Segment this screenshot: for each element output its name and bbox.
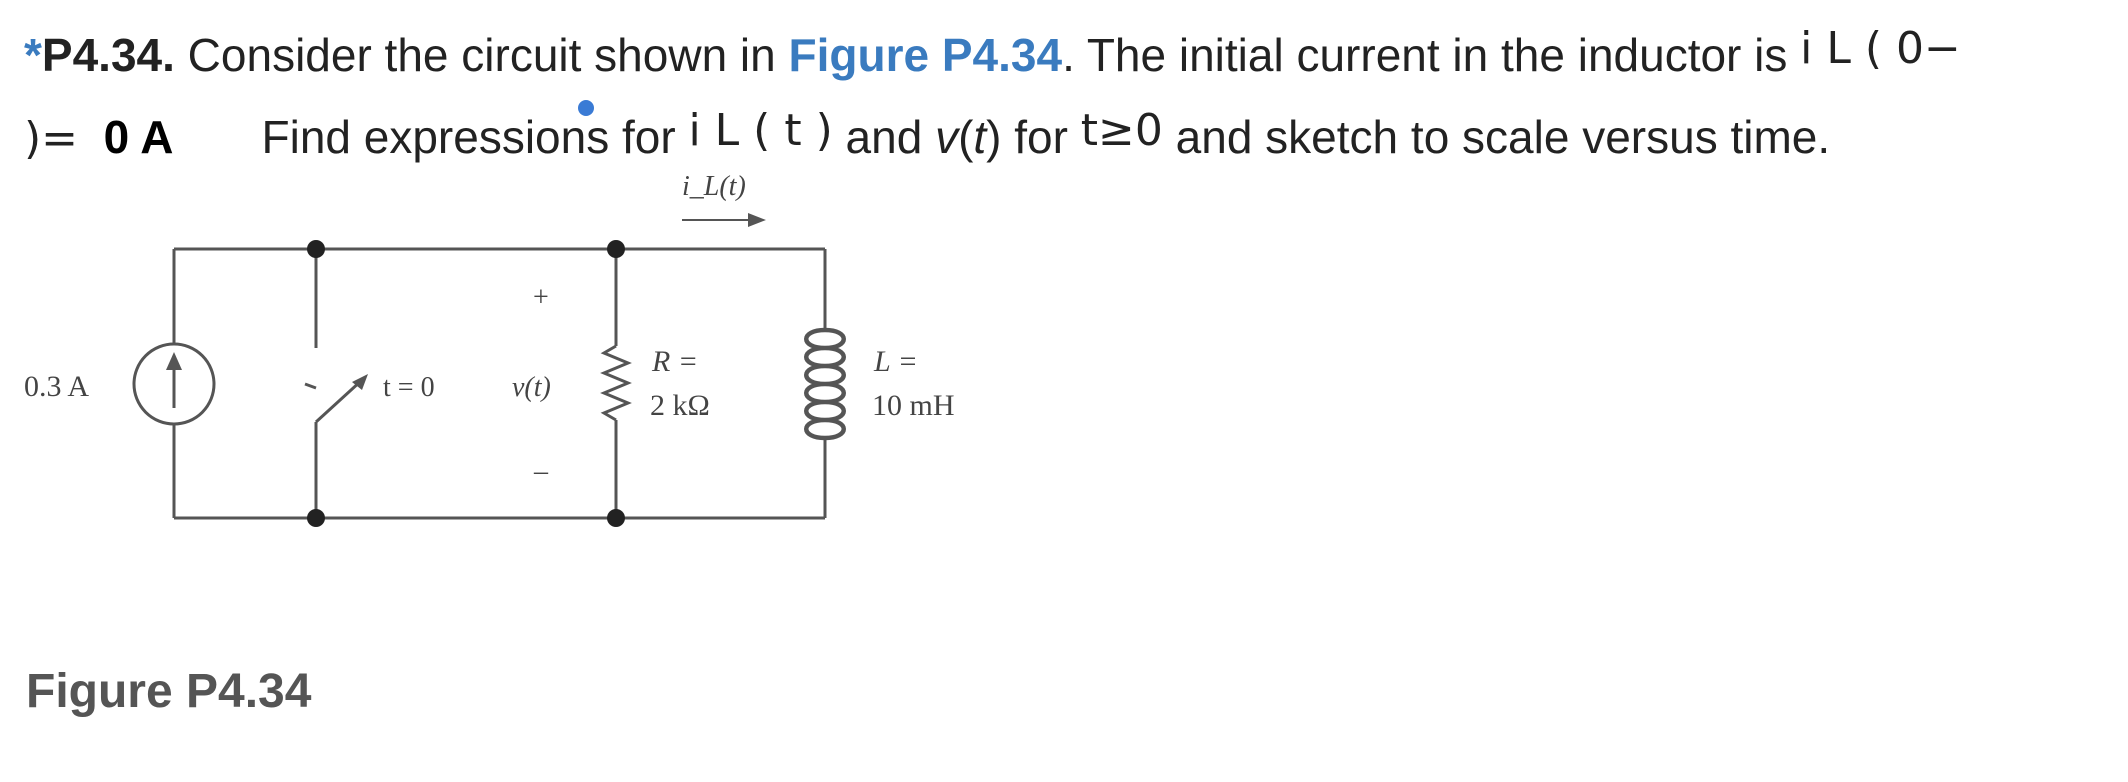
switch-stub: [304, 382, 317, 390]
resistor-icon: [600, 344, 632, 422]
circuit-diagram: 0.3 A i_L(t) t = 0 + – v(t) R = 2 kΩ L =…: [24, 171, 955, 527]
t-variable: t: [973, 111, 987, 163]
problem-text-for: for: [1001, 111, 1081, 163]
figure-caption: Figure P4.34: [26, 665, 312, 718]
problem-line-2: )= 0 A Find expressions for i L ( t ) and…: [24, 96, 2114, 178]
inductor-label-line-1: L =: [873, 345, 918, 378]
switch-arrow-icon: [352, 374, 368, 390]
problem-text-find: Find expressions for: [261, 111, 689, 163]
cursor-dot: [578, 100, 594, 116]
voltage-label: v(t): [512, 372, 551, 403]
figure-link[interactable]: Figure P4.34: [788, 29, 1063, 81]
switch-blade-icon: [314, 378, 364, 424]
resistor-label-line-2: 2 kΩ: [650, 389, 710, 422]
math-t-ge-zero: t≥0: [1080, 105, 1163, 156]
switch-label: t = 0: [383, 372, 435, 403]
problem-text-and: and: [832, 111, 936, 163]
initial-value: 0 A: [103, 111, 174, 163]
problem-text-sketch: and sketch to scale versus time.: [1162, 111, 1831, 163]
minus-sign: –: [533, 456, 549, 487]
node-dot: [607, 240, 625, 258]
paren-close: ): [986, 111, 1002, 163]
problem-statement: *P4.34. Consider the circuit shown in Fi…: [24, 14, 2114, 178]
paren-open: (: [958, 111, 974, 163]
math-close-paren-equals: )=: [24, 113, 79, 164]
source-label: 0.3 A: [24, 370, 89, 403]
math-il-zero-minus: i L ( 0−: [1800, 23, 1961, 74]
plus-sign: +: [533, 282, 549, 313]
problem-number: P4.34.: [41, 29, 175, 81]
current-source-icon: [132, 342, 216, 426]
v-variable: v: [935, 111, 959, 163]
node-dot: [307, 509, 325, 527]
source-arrow-icon: [166, 352, 182, 370]
node-dot: [307, 240, 325, 258]
resistor-label-line-1: R =: [651, 345, 698, 378]
node-dot: [607, 509, 625, 527]
current-label: i_L(t): [682, 171, 746, 202]
inductor-coil-icon: [804, 327, 846, 441]
math-il-t: i L ( t ): [688, 105, 833, 156]
problem-line-1: *P4.34. Consider the circuit shown in Fi…: [24, 14, 2114, 96]
inductor-label-line-2: 10 mH: [872, 389, 955, 422]
current-arrow-icon: [748, 213, 766, 227]
problem-text-initial: . The initial current in the inductor is: [1062, 29, 1801, 81]
problem-text-consider: Consider the circuit shown in: [174, 29, 789, 81]
starred-marker: *: [24, 29, 42, 81]
